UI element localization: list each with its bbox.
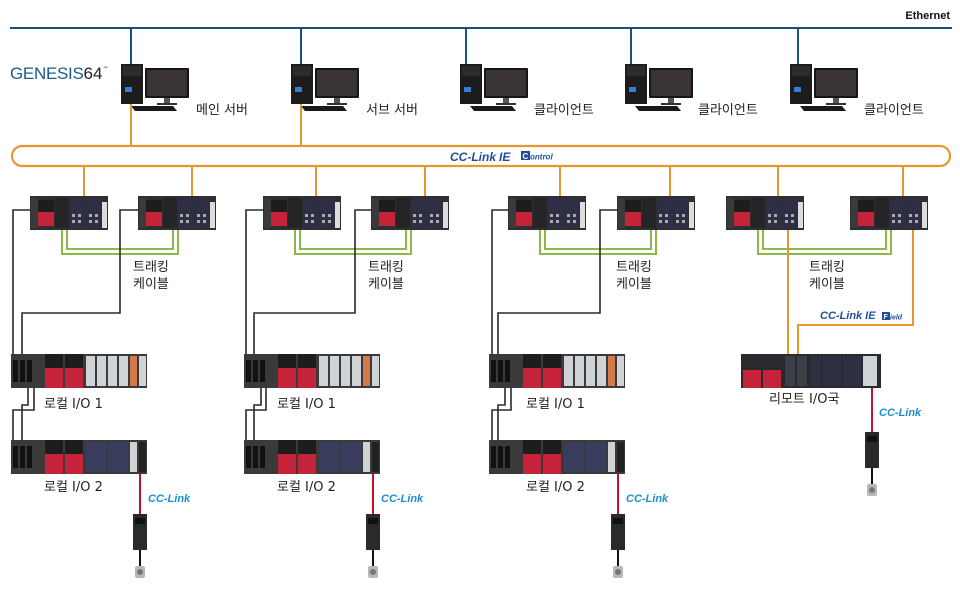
tracking-cable-label: 트래킹: [133, 260, 169, 275]
genesis64-logo: GENESIS64™: [10, 64, 108, 83]
computer-icon: [460, 64, 528, 111]
cc-link-ie-field-cable: [787, 230, 914, 354]
cpu-rack-control[interactable]: [263, 196, 341, 230]
tracking-cable: [294, 230, 412, 255]
control-ring: [10, 144, 952, 168]
computer-label: 메인 서버: [196, 103, 248, 118]
svg-text:GENESIS64™: GENESIS64™: [10, 64, 108, 83]
tracking-cable-label: 트래킹: [809, 260, 845, 275]
cpu-rack-control[interactable]: [726, 196, 804, 230]
cc-link-label: CC-Link: [148, 493, 191, 505]
redundant-system-2: 트래킹 케이블 로컬 I/O 1 로컬 I/O 2 CC-Link: [244, 196, 449, 579]
local-io-2-rack[interactable]: [244, 440, 380, 474]
remote-io-rack[interactable]: [741, 354, 881, 388]
local-io-1-label: 로컬 I/O 1: [526, 397, 585, 412]
computer-client-3[interactable]: 클라이언트: [790, 64, 924, 118]
local-io-2-label: 로컬 I/O 2: [526, 480, 585, 495]
ethernet-network: Ethernet: [10, 10, 952, 66]
redundant-system-3: 트래킹 케이블 로컬 I/O 1 로컬 I/O 2 CC-Link: [489, 196, 695, 579]
local-io-1-label: 로컬 I/O 1: [277, 397, 336, 412]
cc-link-label: CC-Link: [626, 493, 669, 505]
cpu-rack-standby[interactable]: [850, 196, 928, 230]
computer-icon: [121, 64, 189, 111]
tracking-cable-label: 케이블: [809, 277, 845, 292]
svg-text:ontrol: ontrol: [530, 153, 553, 162]
computer-label: 클라이언트: [534, 103, 594, 118]
servo-drive[interactable]: [864, 431, 880, 497]
computer-client-2[interactable]: 클라이언트: [625, 64, 758, 118]
cc-link-label: CC-Link: [879, 407, 922, 419]
tracking-cable-label: 케이블: [133, 277, 169, 292]
computer-label: 클라이언트: [864, 103, 924, 118]
local-io-2-rack[interactable]: [489, 440, 625, 474]
computer-icon: [625, 64, 693, 111]
local-io-1-label: 로컬 I/O 1: [44, 397, 103, 412]
cpu-rack-control[interactable]: [508, 196, 586, 230]
computer-client-1[interactable]: 클라이언트: [460, 64, 594, 118]
computer-sub-server[interactable]: 서브 서버: [291, 64, 418, 118]
tracking-cable-label: 트래킹: [368, 260, 404, 275]
cpu-rack-control[interactable]: [30, 196, 108, 230]
local-io-2-label: 로컬 I/O 2: [44, 480, 103, 495]
svg-text:F: F: [884, 314, 889, 321]
computer-icon: [291, 64, 359, 111]
servo-drive[interactable]: [365, 513, 381, 579]
tracking-cable: [539, 230, 657, 255]
svg-text:ield: ield: [890, 315, 903, 322]
servo-drive[interactable]: [610, 513, 626, 579]
local-io-2-rack[interactable]: [11, 440, 147, 474]
tracking-cable-label: 케이블: [616, 277, 652, 292]
servo-drive[interactable]: [132, 513, 148, 579]
cc-link-label: CC-Link: [381, 493, 424, 505]
tracking-cable-label: 트래킹: [616, 260, 652, 275]
computer-label: 클라이언트: [698, 103, 758, 118]
tracking-cable-label: 케이블: [368, 277, 404, 292]
cpu-rack-standby[interactable]: [138, 196, 216, 230]
computer-icon: [790, 64, 858, 111]
computer-label: 서브 서버: [366, 103, 418, 118]
local-io-2-label: 로컬 I/O 2: [277, 480, 336, 495]
local-io-1-rack[interactable]: [244, 354, 380, 388]
redundant-system-1: 트래킹 케이블 로컬 I/O 1 로컬 I/O 2 CC-Link: [11, 196, 216, 579]
computer-main-server[interactable]: 메인 서버: [121, 64, 248, 118]
ethernet-label: Ethernet: [905, 10, 950, 22]
cpu-rack-standby[interactable]: [617, 196, 695, 230]
remote-io-label: 리모트 I/O국: [769, 392, 839, 407]
cpu-rack-standby[interactable]: [371, 196, 449, 230]
local-io-1-rack[interactable]: [489, 354, 625, 388]
local-io-1-rack[interactable]: [11, 354, 147, 388]
svg-text:C: C: [523, 152, 529, 161]
tracking-cable: [757, 230, 892, 255]
